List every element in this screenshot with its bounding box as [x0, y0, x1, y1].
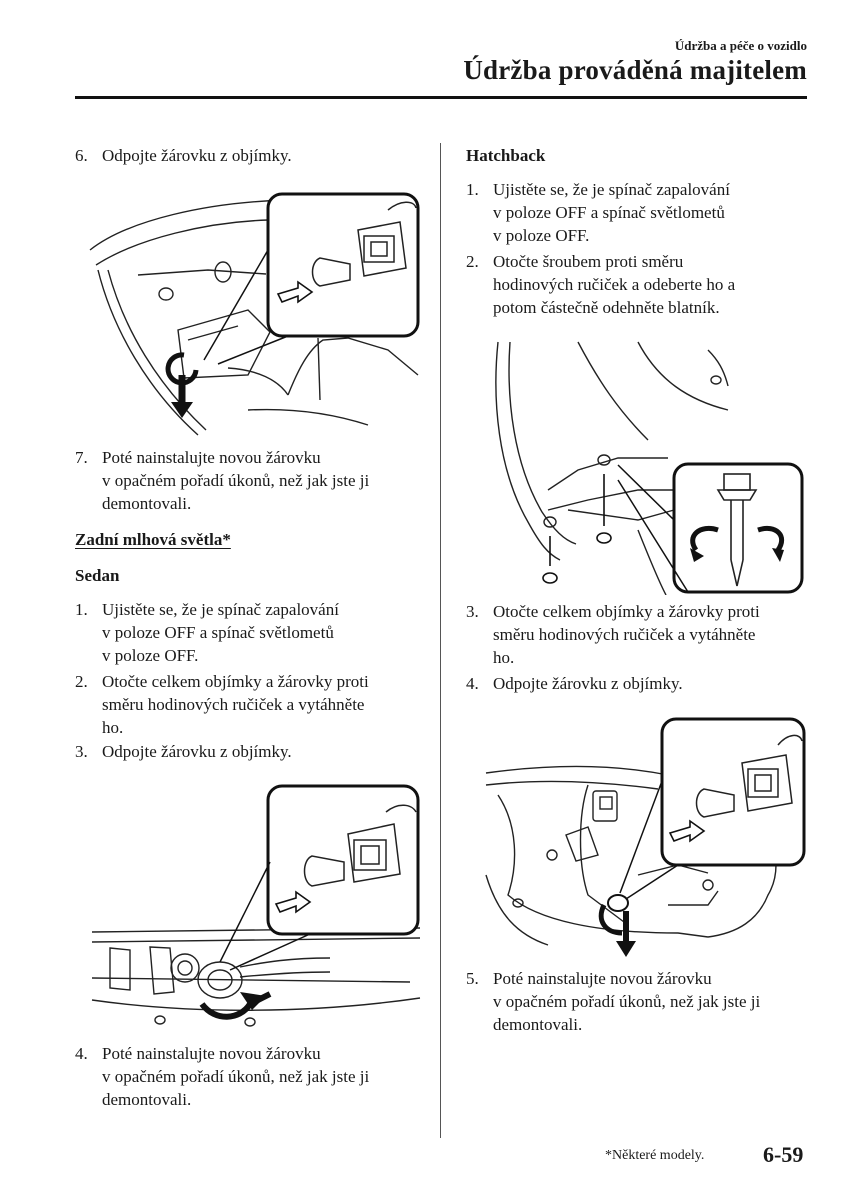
column-divider	[440, 143, 441, 1138]
step-text: Poté nainstalujte novou žárovku	[102, 1044, 321, 1063]
step-text: Odpojte žárovku z objímky.	[493, 674, 683, 693]
step-text: Otočte celkem objímky a žárovky proti	[102, 672, 369, 691]
step-text: v poloze OFF a spínač světlometů	[102, 623, 334, 642]
step-text: demontovali.	[493, 1015, 583, 1034]
step-number: 4.	[466, 674, 479, 693]
header-rule	[75, 96, 807, 99]
step-number: 3.	[466, 602, 479, 621]
step-number: 4.	[75, 1044, 88, 1063]
step-text: Poté nainstalujte novou žárovku	[493, 969, 712, 988]
step-number: 3.	[75, 742, 88, 761]
step-number: 5.	[466, 969, 479, 988]
section-header: Údržba a péče o vozidlo	[674, 38, 807, 53]
step-text: v opačném pořadí úkonů, než jak jste ji	[493, 992, 761, 1011]
step-number: 1.	[466, 180, 479, 199]
step-text: v poloze OFF.	[493, 226, 590, 245]
step-text: Odpojte žárovku z objímky.	[102, 742, 292, 761]
step-text: hodinových ručiček a odeberte ho a	[493, 275, 736, 294]
step-text: potom částečně odehněte blatník.	[493, 298, 720, 317]
step-text: Poté nainstalujte novou žárovku	[102, 448, 321, 467]
step-text: Odpojte žárovku z objímky.	[102, 146, 292, 165]
subheading-sedan: Sedan	[75, 566, 120, 585]
step-number: 2.	[466, 252, 479, 271]
section-heading-rear-fog-lights: Zadní mlhová světla*	[75, 530, 231, 549]
step-text: ho.	[493, 648, 515, 667]
page-title: Údržba prováděná majitelem	[463, 55, 807, 85]
subheading-hatchback: Hatchback	[466, 146, 546, 165]
step-text: v poloze OFF.	[102, 646, 199, 665]
step-text: demontovali.	[102, 494, 192, 513]
step-number: 2.	[75, 672, 88, 691]
step-text: v poloze OFF a spínač světlometů	[493, 203, 725, 222]
step-number: 7.	[75, 448, 88, 467]
step-text: v opačném pořadí úkonů, než jak jste ji	[102, 1067, 370, 1086]
step-text: Ujistěte se, že je spínač zapalování	[493, 180, 730, 199]
step-text: Ujistěte se, že je spínač zapalování	[102, 600, 339, 619]
step-text: ho.	[102, 718, 124, 737]
footnote: *Některé modely.	[605, 1148, 705, 1163]
step-text: Otočte celkem objímky a žárovky proti	[493, 602, 760, 621]
step-number: 6.	[75, 146, 88, 165]
illustration-hatchback-lamp-bulb	[485, 717, 806, 957]
step-text: směru hodinových ručiček a vytáhněte	[102, 695, 365, 714]
page-number: 6-59	[763, 1142, 804, 1167]
step-number: 1.	[75, 600, 88, 619]
step-text: v opačném pořadí úkonů, než jak jste ji	[102, 471, 370, 490]
illustration-hatchback-fender-screw	[495, 341, 804, 595]
step-text: směru hodinových ručiček a vytáhněte	[493, 625, 756, 644]
illustration-sedan-fog-lamp	[91, 784, 421, 1027]
illustration-trunk-bulb-removal	[89, 192, 420, 436]
step-text: Otočte šroubem proti směru	[493, 252, 684, 271]
step-text: demontovali.	[102, 1090, 192, 1109]
